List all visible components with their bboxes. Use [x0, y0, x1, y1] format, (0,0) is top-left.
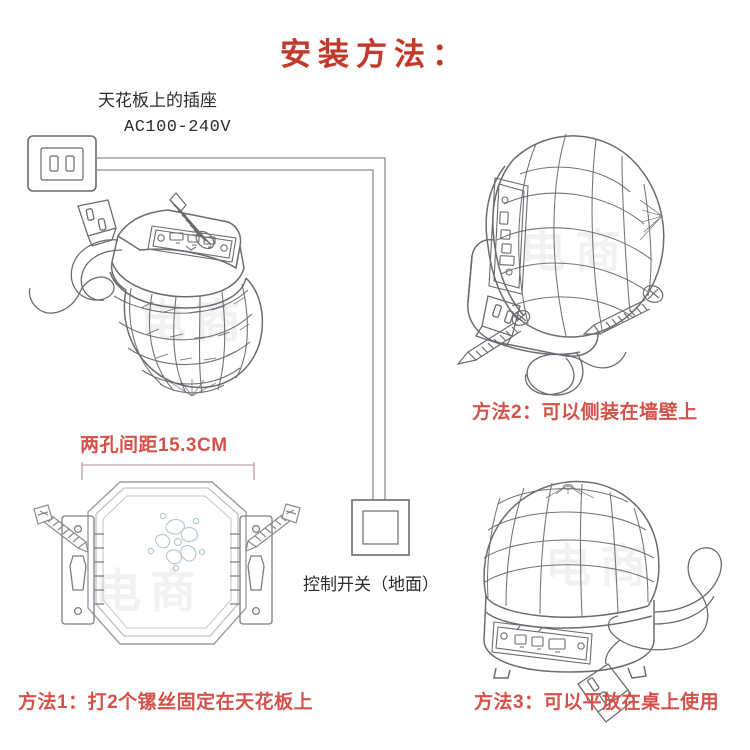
screw-icon	[33, 504, 89, 553]
ceiling-socket-voltage: AC100-240V	[124, 118, 232, 137]
power-cord	[28, 239, 123, 314]
mounting-bracket-bottom-view	[33, 462, 301, 645]
two-line-cable-icon	[96, 157, 386, 500]
disco-ball-ceiling-mounted	[28, 192, 264, 397]
plug-icon	[77, 199, 117, 247]
power-cord	[524, 351, 627, 396]
bracket-left	[61, 515, 104, 625]
plug-icon	[577, 663, 635, 723]
screw-icon	[245, 503, 301, 552]
lens-motif-icon	[147, 512, 206, 572]
control-panel	[491, 621, 593, 665]
screw-icon	[582, 285, 664, 335]
wall-switch-icon	[351, 499, 410, 556]
control-switch-label: 控制开关（地面）	[303, 575, 439, 594]
dimension-line	[81, 462, 255, 480]
page-title: 安装方法：	[280, 37, 470, 72]
disco-ball-tabletop	[483, 480, 722, 723]
wall-socket-icon	[27, 135, 97, 192]
method-2-label: 方法2：可以侧装在墙壁上	[472, 402, 698, 423]
method-3-label: 方法3：可以平放在桌上使用	[474, 692, 720, 713]
control-panel	[147, 225, 237, 263]
plug-icon	[475, 295, 521, 347]
ceiling-socket-label: 天花板上的插座	[98, 91, 217, 110]
hole-spacing-label: 两孔间距15.3CM	[80, 435, 228, 456]
control-panel	[488, 177, 529, 295]
method-1-label: 方法1：打2个镙丝固定在天花板上	[18, 692, 314, 713]
disco-ball-side-mounted	[456, 133, 665, 396]
power-cord	[604, 547, 722, 665]
bracket-right	[230, 515, 273, 625]
